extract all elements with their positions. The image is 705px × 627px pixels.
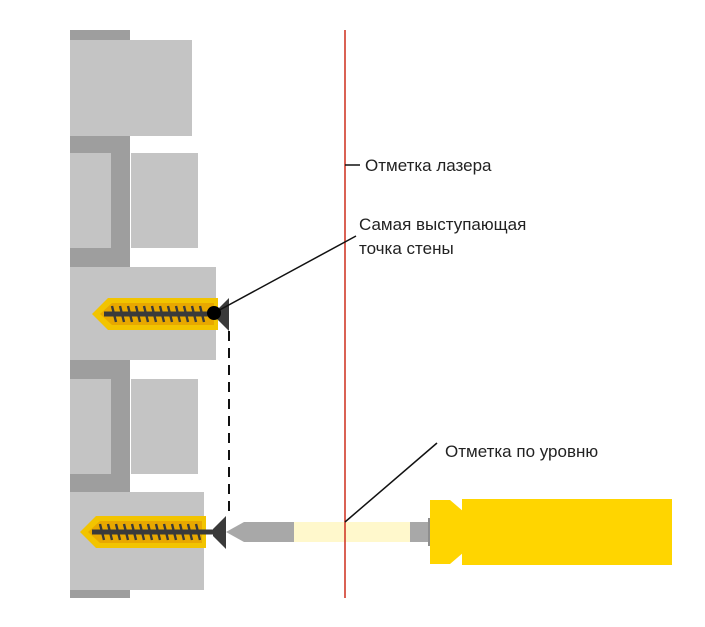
screw-thread xyxy=(110,305,206,323)
screw-thread xyxy=(98,523,202,541)
laser-mark-label: Отметка лазера xyxy=(365,156,492,175)
screwdriver xyxy=(226,499,672,565)
level-mark-band xyxy=(294,522,410,542)
brick xyxy=(131,153,198,248)
brick xyxy=(70,153,111,248)
protruding-point-label-line2: точка стены xyxy=(359,239,454,258)
brick xyxy=(70,40,192,136)
screwdriver-grip xyxy=(462,499,672,565)
protruding-point-marker xyxy=(207,306,221,320)
screw-head xyxy=(213,516,226,549)
screwdriver-tip xyxy=(226,522,296,542)
lower-dowel-with-screw xyxy=(80,516,226,549)
brick xyxy=(131,379,198,474)
upper-dowel-with-screw xyxy=(92,298,229,331)
brick xyxy=(70,379,111,474)
protruding-point-label-line1: Самая выступающая xyxy=(359,215,526,234)
level-mark-leader xyxy=(344,442,438,523)
level-mark-label: Отметка по уровню xyxy=(445,442,598,461)
protruding-point-leader xyxy=(213,235,357,314)
screwdriver-handle xyxy=(430,500,464,564)
